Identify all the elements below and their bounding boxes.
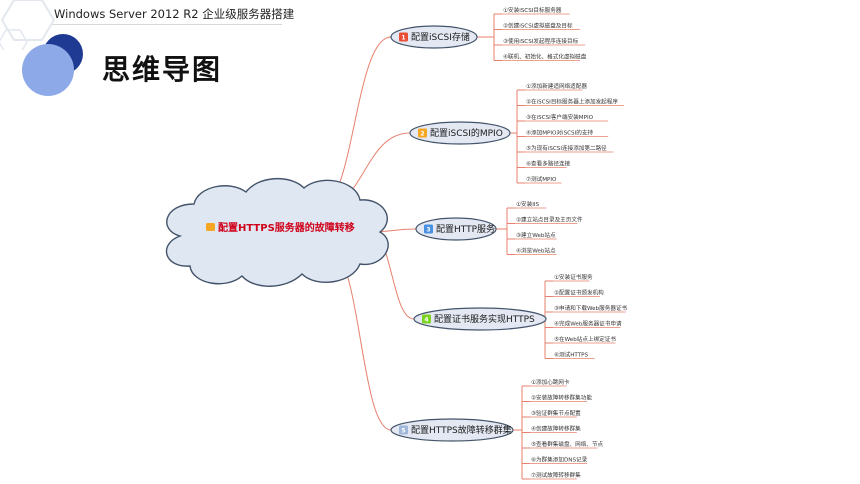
- branch-node-shape: [390, 418, 514, 442]
- leaf-item[interactable]: ⑤为现有iSCSI连接添加第二路径: [525, 144, 614, 153]
- leaf-item-label: ②创建iSCSI虚拟磁盘及目标: [503, 22, 573, 30]
- leaf-item[interactable]: ③建立Web站点: [515, 231, 557, 240]
- leaf-item-label: ④完成Web服务器证书申请: [554, 320, 622, 328]
- leaf-item-label: ⑤在Web站点上绑定证书: [554, 335, 616, 343]
- leaf-item[interactable]: ①安装IIS: [515, 200, 547, 209]
- branch-number: 2: [420, 130, 424, 137]
- leaf-item-label: ②安装故障转移群集功能: [531, 394, 592, 402]
- header-divider: [52, 24, 282, 25]
- leaf-item[interactable]: ③验证群集节点配置: [530, 409, 581, 418]
- center-cloud-shape: [165, 177, 389, 287]
- leaf-item[interactable]: ①添加心跳网卡: [530, 378, 570, 387]
- branch-label: 配置证书服务实现HTTPS: [434, 313, 535, 325]
- decorative-circles: [22, 34, 83, 96]
- leaf-item-label: ③建立Web站点: [516, 231, 556, 239]
- leaf-item-label: ①添加新建适网络适配器: [526, 82, 587, 90]
- leaf-item-label: ⑥查看多路径连接: [526, 160, 571, 168]
- leaf-item[interactable]: ④联机、初始化、格式化虚拟磁盘: [502, 53, 587, 61]
- branch-number-badge: [418, 128, 427, 138]
- page-title: 思维导图: [102, 53, 223, 86]
- branches: 1 配置iSCSI存储 ①安装iSCSI目标服务器 ②创建iSCSI虚拟磁盘及目标 ③使…: [390, 6, 628, 480]
- leaf-item-label: ⑦测试故障转移群集: [531, 471, 581, 479]
- leaf-item-label: ②配置证书颁发机构: [554, 289, 604, 297]
- leaf-item[interactable]: ①安装iSCSI目标服务器: [502, 6, 570, 15]
- leaf-item-label: ⑤查看群集磁盘、网络、节点: [531, 440, 604, 448]
- leaf-item-label: ②建立站点目录及主页文件: [516, 216, 583, 224]
- leaf-item-label: ③使用iSCSI发起程序连接目标: [503, 37, 579, 45]
- leaf-item-label: ⑦测试MPIO: [526, 175, 557, 183]
- center-label: 配置HTTPS服务器的故障转移: [218, 221, 355, 234]
- leaf-item[interactable]: ③使用iSCSI发起程序连接目标: [502, 37, 586, 46]
- branch-node-shape: [409, 121, 511, 145]
- leaf-item[interactable]: ⑥为群集添加DNS记录: [530, 456, 588, 464]
- leaf-item[interactable]: ③在iSCSI客户端安装MPIO: [525, 113, 609, 122]
- leaf-item-label: ⑥为群集添加DNS记录: [531, 456, 588, 464]
- branch-number-badge: [399, 32, 408, 42]
- branch-node-3[interactable]: 3 配置HTTP服务: [415, 217, 497, 241]
- leaf-item[interactable]: ②安装故障转移群集功能: [530, 394, 592, 402]
- branch-label: 配置iSCSI存储: [411, 31, 470, 43]
- branch-node-5[interactable]: 5 配置HTTPS故障转移群集: [390, 418, 514, 442]
- branch-number: 5: [401, 427, 405, 434]
- branch-node-4[interactable]: 4 配置证书服务实现HTTPS: [413, 307, 547, 331]
- leaf-item[interactable]: ②在iSCSI目标服务器上添加发起程序: [525, 98, 624, 106]
- decorative-hexagon: [0, 0, 56, 50]
- leaf-item-label: ③申请和下载Web服务器证书: [554, 304, 628, 312]
- leaf-item[interactable]: ⑦测试MPIO: [525, 175, 562, 184]
- branch-number: 4: [424, 316, 428, 323]
- branch-number-badge: [399, 425, 408, 435]
- leaf-item[interactable]: ④添加MPIO对iSCSI的支持: [525, 129, 609, 137]
- branch-node-shape: [390, 25, 478, 49]
- leaf-item-label: ③在iSCSI客户端安装MPIO: [526, 113, 594, 121]
- leaf-item-label: ④联机、初始化、格式化虚拟磁盘: [503, 53, 587, 61]
- leaf-item-label: ①添加心跳网卡: [531, 378, 570, 386]
- leaf-item-label: ④创建故障转移群集: [531, 425, 581, 433]
- leaf-item[interactable]: ④完成Web服务器证书申请: [553, 320, 622, 328]
- branch-label: 配置HTTP服务: [436, 223, 495, 235]
- leaf-item-label: ①安装证书服务: [554, 273, 593, 281]
- branch-label: 配置iSCSI的MPIO: [430, 127, 503, 139]
- branch-number-badge: [422, 314, 431, 324]
- header-title: Windows Server 2012 R2 企业级服务器搭建: [54, 7, 295, 21]
- leaf-item[interactable]: ⑥测试HTTPS: [553, 351, 595, 359]
- leaf-item-label: ④添加MPIO对iSCSI的支持: [526, 129, 593, 137]
- center-icon: [206, 223, 215, 231]
- leaf-item[interactable]: ⑤查看群集磁盘、网络、节点: [530, 440, 604, 449]
- branch-number: 3: [426, 226, 430, 233]
- leaf-item[interactable]: ④创建故障转移群集: [530, 425, 581, 433]
- branch-number: 1: [401, 34, 405, 41]
- leaf-item-label: ①安装iSCSI目标服务器: [503, 6, 562, 14]
- branch-node-2[interactable]: 2 配置iSCSI的MPIO: [409, 121, 511, 145]
- leaf-item[interactable]: ②创建iSCSI虚拟磁盘及目标: [502, 22, 580, 30]
- leaf-item-label: ①安装IIS: [516, 200, 540, 208]
- leaf-item[interactable]: ①添加新建适网络适配器: [525, 82, 587, 91]
- branch-node-shape: [415, 217, 497, 241]
- center-node[interactable]: 配置HTTPS服务器的故障转移: [165, 177, 389, 287]
- leaf-item[interactable]: ④浏览Web站点: [515, 247, 557, 255]
- leaf-item[interactable]: ③申请和下载Web服务器证书: [553, 304, 628, 313]
- leaf-item-label: ②在iSCSI目标服务器上添加发起程序: [526, 98, 618, 106]
- leaf-item[interactable]: ⑦测试故障转移群集: [530, 471, 581, 480]
- leaf-item-label: ③验证群集节点配置: [531, 409, 581, 417]
- leaf-item-label: ⑤为现有iSCSI连接添加第二路径: [526, 144, 607, 152]
- leaf-item[interactable]: ⑥查看多路径连接: [525, 160, 571, 168]
- branch-node-1[interactable]: 1 配置iSCSI存储: [390, 25, 478, 49]
- leaf-item[interactable]: ②配置证书颁发机构: [553, 289, 604, 297]
- branch-label: 配置HTTPS故障转移群集: [411, 424, 512, 436]
- leaf-item-label: ⑥测试HTTPS: [554, 351, 589, 359]
- leaf-item[interactable]: ⑤在Web站点上绑定证书: [553, 335, 616, 344]
- leaf-item[interactable]: ②建立站点目录及主页文件: [515, 216, 583, 224]
- branch-node-shape: [413, 307, 547, 331]
- branch-number-badge: [424, 224, 433, 234]
- leaf-item-label: ④浏览Web站点: [516, 247, 556, 255]
- leaf-item[interactable]: ①安装证书服务: [553, 273, 593, 282]
